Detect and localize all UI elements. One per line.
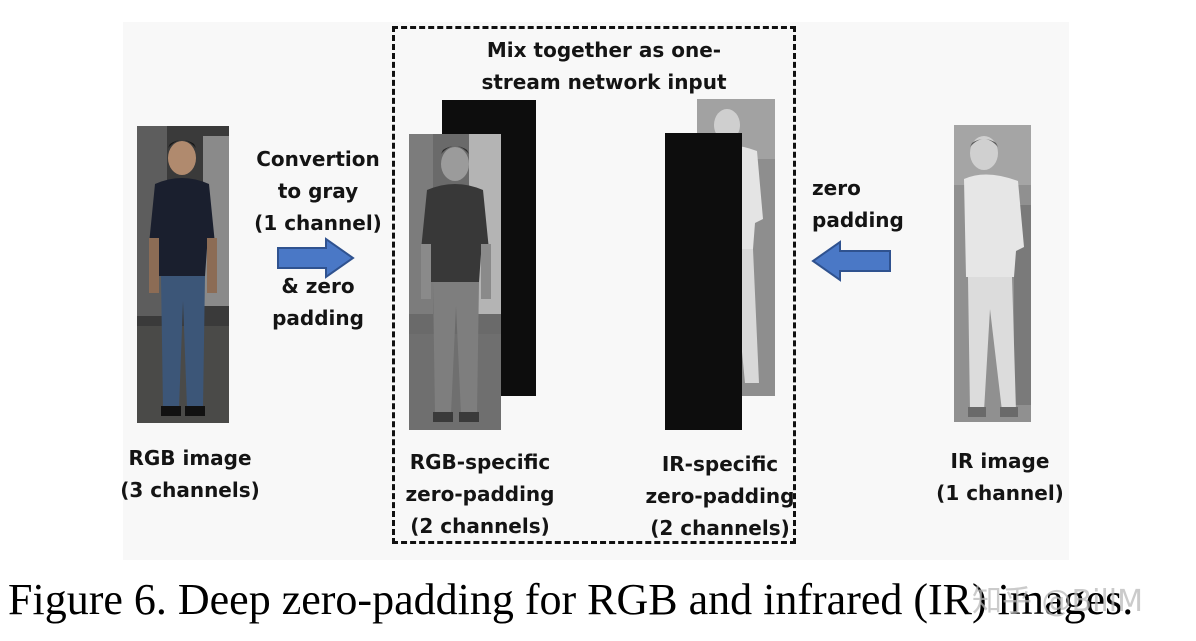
left-arrow-icon bbox=[811, 240, 891, 282]
ir-image-label-line-1: IR image bbox=[950, 449, 1050, 473]
conversion-label-line-4: & zero bbox=[281, 274, 355, 298]
figure-caption: Figure 6. Deep zero-padding for RGB and … bbox=[8, 575, 1134, 624]
conversion-label-top: Convertion to gray (1 channel) bbox=[238, 143, 398, 239]
mix-label-line-1: Mix together as one- bbox=[486, 38, 722, 62]
conversion-label-bottom: & zero padding bbox=[238, 270, 398, 334]
mix-label-line-2: stream network input bbox=[481, 70, 727, 94]
figure-panel bbox=[123, 22, 1069, 560]
ir-image-label: IR image (1 channel) bbox=[920, 445, 1080, 509]
rgb-gray-image bbox=[409, 134, 501, 430]
zero-padding-label-line-2: padding bbox=[812, 208, 904, 232]
right-arrow-icon bbox=[277, 237, 355, 279]
ir-specific-label-line-2: zero-padding bbox=[645, 484, 795, 508]
rgb-specific-label: RGB-specific zero-padding (2 channels) bbox=[390, 446, 570, 542]
ir-zero-channel bbox=[665, 133, 742, 430]
rgb-specific-label-line-3: (2 channels) bbox=[410, 514, 550, 538]
conversion-label-line-3: (1 channel) bbox=[254, 211, 382, 235]
ir-specific-label-line-3: (2 channels) bbox=[650, 516, 790, 540]
rgb-person-image bbox=[137, 126, 229, 423]
rgb-specific-label-line-2: zero-padding bbox=[405, 482, 555, 506]
ir-specific-label-line-1: IR-specific bbox=[661, 452, 779, 476]
rgb-image-label-line-1: RGB image bbox=[128, 446, 252, 470]
rgb-image-label-line-2: (3 channels) bbox=[120, 478, 260, 502]
watermark: 知乎 @BillM bbox=[972, 584, 1144, 619]
ir-specific-label: IR-specific zero-padding (2 channels) bbox=[630, 448, 810, 544]
rgb-image-label: RGB image (3 channels) bbox=[110, 442, 270, 506]
conversion-label-line-5: padding bbox=[272, 306, 364, 330]
conversion-label-line-2: to gray bbox=[277, 179, 359, 203]
network-input-box bbox=[392, 26, 796, 544]
mix-label: Mix together as one- stream network inpu… bbox=[454, 34, 754, 98]
rgb-specific-label-line-1: RGB-specific bbox=[409, 450, 551, 474]
zero-padding-label: zero padding bbox=[812, 172, 904, 236]
ir-person-image bbox=[954, 125, 1031, 422]
zero-padding-label-line-1: zero bbox=[812, 176, 861, 200]
ir-image-label-line-2: (1 channel) bbox=[936, 481, 1064, 505]
conversion-label-line-1: Convertion bbox=[256, 147, 380, 171]
